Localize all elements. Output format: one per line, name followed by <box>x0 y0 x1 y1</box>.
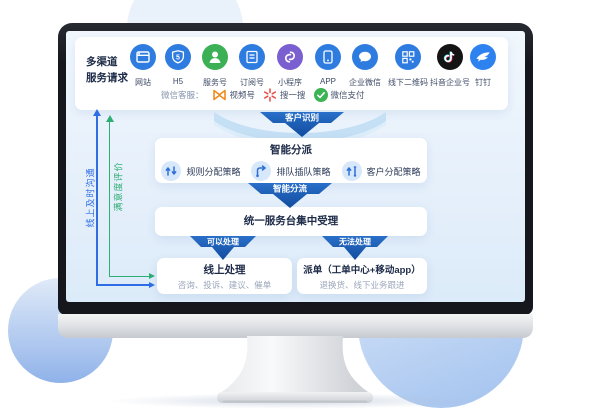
tiktok-icon <box>437 44 463 70</box>
channels-card: 多渠道 服务请求 网站 5 H5 <box>75 37 508 110</box>
smart-dispatch-card: 智能分派 规则分配策略 排队插队策略 <box>155 138 427 183</box>
channel-label: 服务号 <box>203 78 227 87</box>
wechat-service-label: 视频号 <box>229 90 256 100</box>
channel-douyin: 抖音企业号 <box>427 44 473 88</box>
channel-miniprogram: 小程序 <box>267 44 313 88</box>
online-handle-card: 线上处理 咨询、投诉、建议、催单 <box>157 258 292 294</box>
wing-icon <box>470 44 496 70</box>
online-handle-subtitle: 咨询、投诉、建议、催单 <box>177 280 272 290</box>
channel-website: 网站 <box>120 44 166 88</box>
wechat-service-prefix: 微信客服： <box>161 90 204 100</box>
smart-split-ribbon: 智能分流 <box>248 183 332 208</box>
swap-arrows-icon <box>161 161 182 181</box>
wechat-pay-item: 微信支付 <box>313 88 365 102</box>
wechat-services-row: 微信客服： 视频号 搜一搜 <box>161 87 365 103</box>
miniprogram-icon <box>277 44 303 70</box>
channel-label: 线下二维码 <box>388 78 428 87</box>
channel-service-account: 服务号 <box>192 44 238 88</box>
chat-bubble-icon <box>352 44 378 70</box>
wechat-channels-item: 视频号 <box>212 89 256 101</box>
svg-text:5: 5 <box>176 55 180 62</box>
dispatch-item-label: 客户分配策略 <box>366 166 421 177</box>
wechat-search-item: 搜一搜 <box>263 88 306 102</box>
online-feedback-arrow-up <box>93 109 101 116</box>
person-icon <box>202 44 228 70</box>
satisfaction-arrow-right <box>149 273 155 279</box>
smart-split-label: 智能分流 <box>272 184 308 194</box>
sort-arrows-icon <box>341 161 362 181</box>
channels-title-line1: 多渠道 <box>86 56 118 68</box>
channel-wecom: 企业微信 <box>342 44 388 88</box>
path-branch-icon <box>251 161 272 181</box>
online-feedback-arrow-right <box>149 281 155 288</box>
h5-icon: 5 <box>165 44 191 70</box>
rule-strategy-item: 规则分配策略 <box>161 161 240 181</box>
channel-label: 企业微信 <box>349 78 381 87</box>
channel-dingtalk: 钉钉 <box>460 44 506 88</box>
website-icon <box>130 44 156 70</box>
smart-dispatch-title: 智能分派 <box>270 144 312 156</box>
online-feedback-line-vertical <box>96 115 98 285</box>
qrcode-icon <box>395 44 421 70</box>
ticket-dispatch-title: 派单（工单中心+移动app） <box>303 265 421 276</box>
channel-offline-qrcode: 线下二维码 <box>385 44 431 88</box>
dispatch-items: 规则分配策略 排队插队策略 客户分配策略 <box>155 161 427 181</box>
channel-h5: 5 H5 <box>155 44 201 86</box>
queue-strategy-item: 排队插队策略 <box>251 161 331 181</box>
channel-app: APP <box>305 44 351 86</box>
channel-label: 钉钉 <box>475 78 491 87</box>
channels-icon <box>212 89 226 101</box>
dispatch-item-label: 规则分配策略 <box>186 166 241 177</box>
wechat-service-label: 微信支付 <box>330 90 365 100</box>
customer-strategy-item: 客户分配策略 <box>341 161 421 181</box>
customer-identify-label: 客户识别 <box>284 113 319 123</box>
channel-label: 订阅号 <box>240 78 264 87</box>
channel-subscription: 订阅号 <box>229 44 275 88</box>
monitor-stand <box>217 336 373 403</box>
ticket-dispatch-subtitle: 退换货、线下业务跟进 <box>319 280 405 290</box>
channel-label: H5 <box>172 77 184 86</box>
satisfaction-line-horizontal <box>108 275 150 277</box>
satisfaction-label: 满意度评价 <box>113 161 124 212</box>
channels-title-line2: 服务请求 <box>86 72 128 84</box>
dispatch-item-label: 排队插队策略 <box>276 166 331 177</box>
phone-icon <box>315 44 341 70</box>
satisfaction-line-vertical <box>108 121 110 276</box>
cannot-handle-ribbon: 无法处理 <box>322 236 388 260</box>
online-feedback-label: 线上及时沟通 <box>85 167 96 228</box>
cannot-handle-label: 无法处理 <box>338 237 371 247</box>
channel-label: 小程序 <box>278 78 302 87</box>
monitor-chin <box>58 314 533 338</box>
wechat-pay-icon <box>313 88 328 102</box>
can-handle-label: 可以处理 <box>207 237 239 247</box>
online-feedback-line-horizontal <box>96 284 149 286</box>
online-handle-title: 线上处理 <box>203 264 246 276</box>
satisfaction-arrow-up <box>105 115 114 122</box>
channels-title: 多渠道 服务请求 <box>86 54 128 86</box>
ticket-dispatch-card: 派单（工单中心+移动app） 退换货、线下业务跟进 <box>297 258 427 294</box>
channel-label: 网站 <box>135 78 151 87</box>
service-desk-card: 统一服务台集中受理 <box>155 207 427 236</box>
channel-label: 抖音企业号 <box>430 78 470 87</box>
wechat-service-label: 搜一搜 <box>280 90 306 100</box>
can-handle-ribbon: 可以处理 <box>190 236 256 260</box>
spark-icon <box>263 88 277 102</box>
channel-label: APP <box>319 77 336 86</box>
service-desk-title: 统一服务台集中受理 <box>243 215 339 227</box>
document-icon <box>239 44 265 70</box>
customer-identify-ribbon: 客户识别 <box>260 112 344 137</box>
